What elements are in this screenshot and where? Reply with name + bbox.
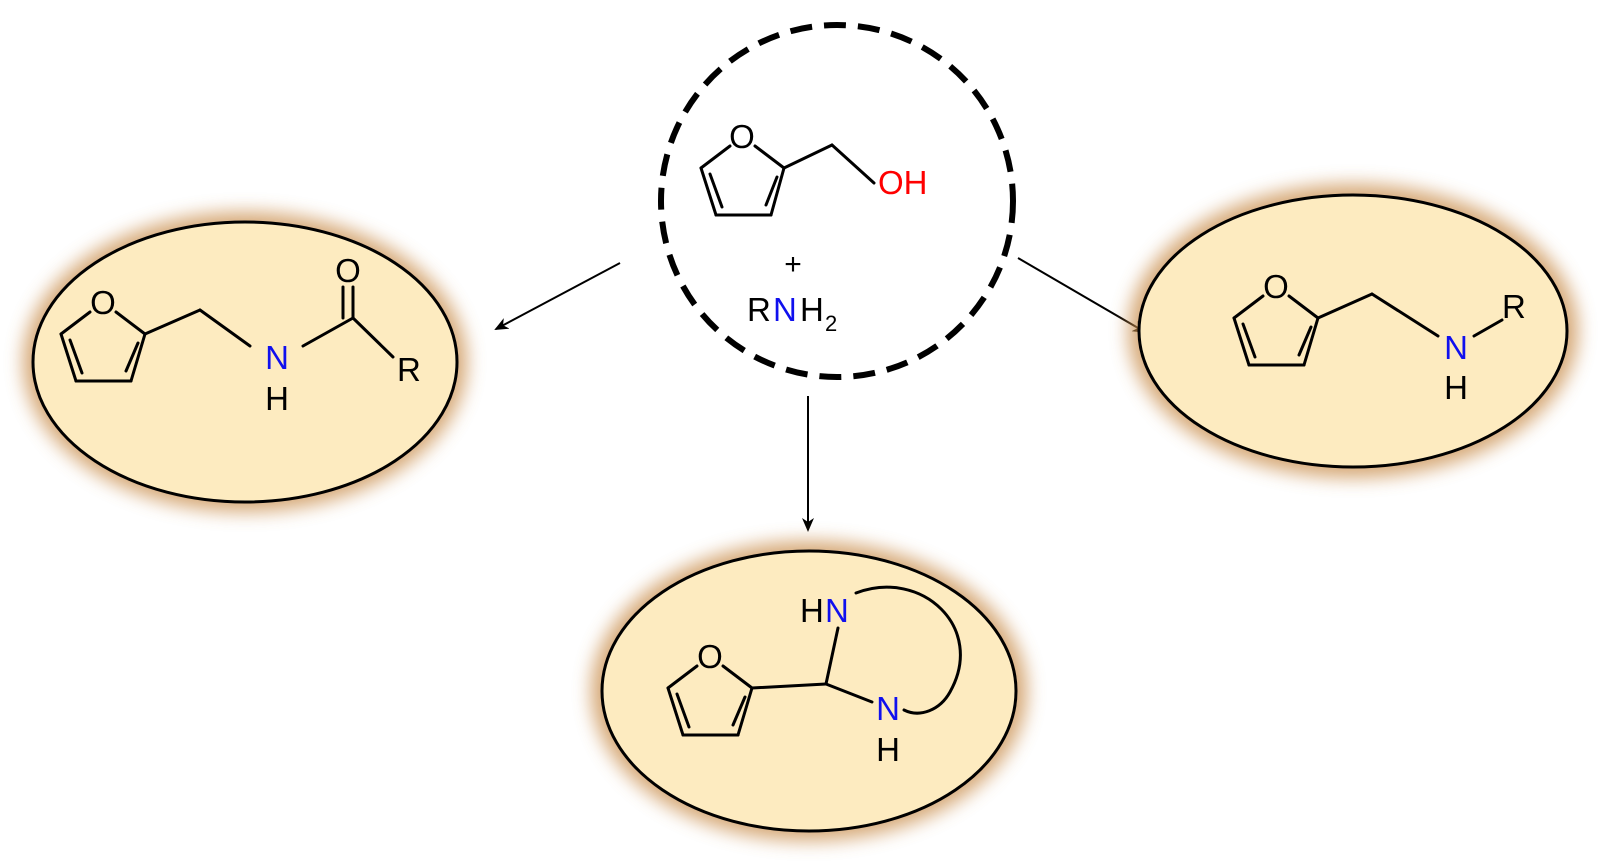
amide-r-label: R — [397, 351, 421, 388]
product-amine: O N H R — [1128, 184, 1578, 478]
arrow-to-amide — [494, 262, 621, 330]
reactant-group: O OH + R N H 2 — [658, 22, 1016, 380]
arrow-to-amine — [1017, 257, 1147, 334]
product-cyclic-aminal: O H N N H — [591, 541, 1027, 841]
hydroxyl-label: OH — [878, 164, 928, 201]
aminal-top-n-label: N — [825, 592, 849, 629]
amine-h-label: H — [1444, 369, 1468, 406]
furfuryl-alcohol-structure: O OH — [699, 118, 928, 217]
amine-reagent: R N H 2 — [747, 291, 837, 336]
ring-oxygen-label: O — [729, 118, 755, 155]
aminal-bottom-n-label: N — [876, 690, 900, 727]
aminal-bottom-h-label: H — [876, 731, 900, 768]
amide-ring-oxygen-label: O — [90, 284, 116, 321]
amide-n-label: N — [265, 339, 289, 376]
product-amide: O O N H R — [23, 212, 467, 512]
aminal-ring-oxygen-label: O — [697, 638, 723, 675]
amine-r-label: R — [1502, 288, 1526, 325]
amide-ellipse — [31, 220, 459, 504]
aminal-structure: O H N N H — [666, 585, 962, 768]
amine-ellipse — [1137, 193, 1569, 469]
amide-carbonyl-oxygen-label: O — [335, 252, 361, 289]
amine-structure: O N H R — [1232, 268, 1526, 406]
amine-n-label: N — [1444, 329, 1468, 366]
amide-h-label: H — [265, 380, 289, 417]
amine-subscript: 2 — [825, 311, 837, 336]
plus-sign: + — [784, 248, 802, 281]
amine-r-label: R — [747, 291, 771, 328]
reactant-dashed-circle — [658, 22, 1016, 380]
amine-h-label: H — [800, 291, 824, 328]
amide-structure: O O N H R — [59, 252, 421, 417]
amine-n-label: N — [773, 291, 797, 328]
aminal-top-h-label: H — [800, 592, 824, 629]
aminal-ellipse — [600, 549, 1018, 833]
amine-ring-oxygen-label: O — [1263, 268, 1289, 305]
